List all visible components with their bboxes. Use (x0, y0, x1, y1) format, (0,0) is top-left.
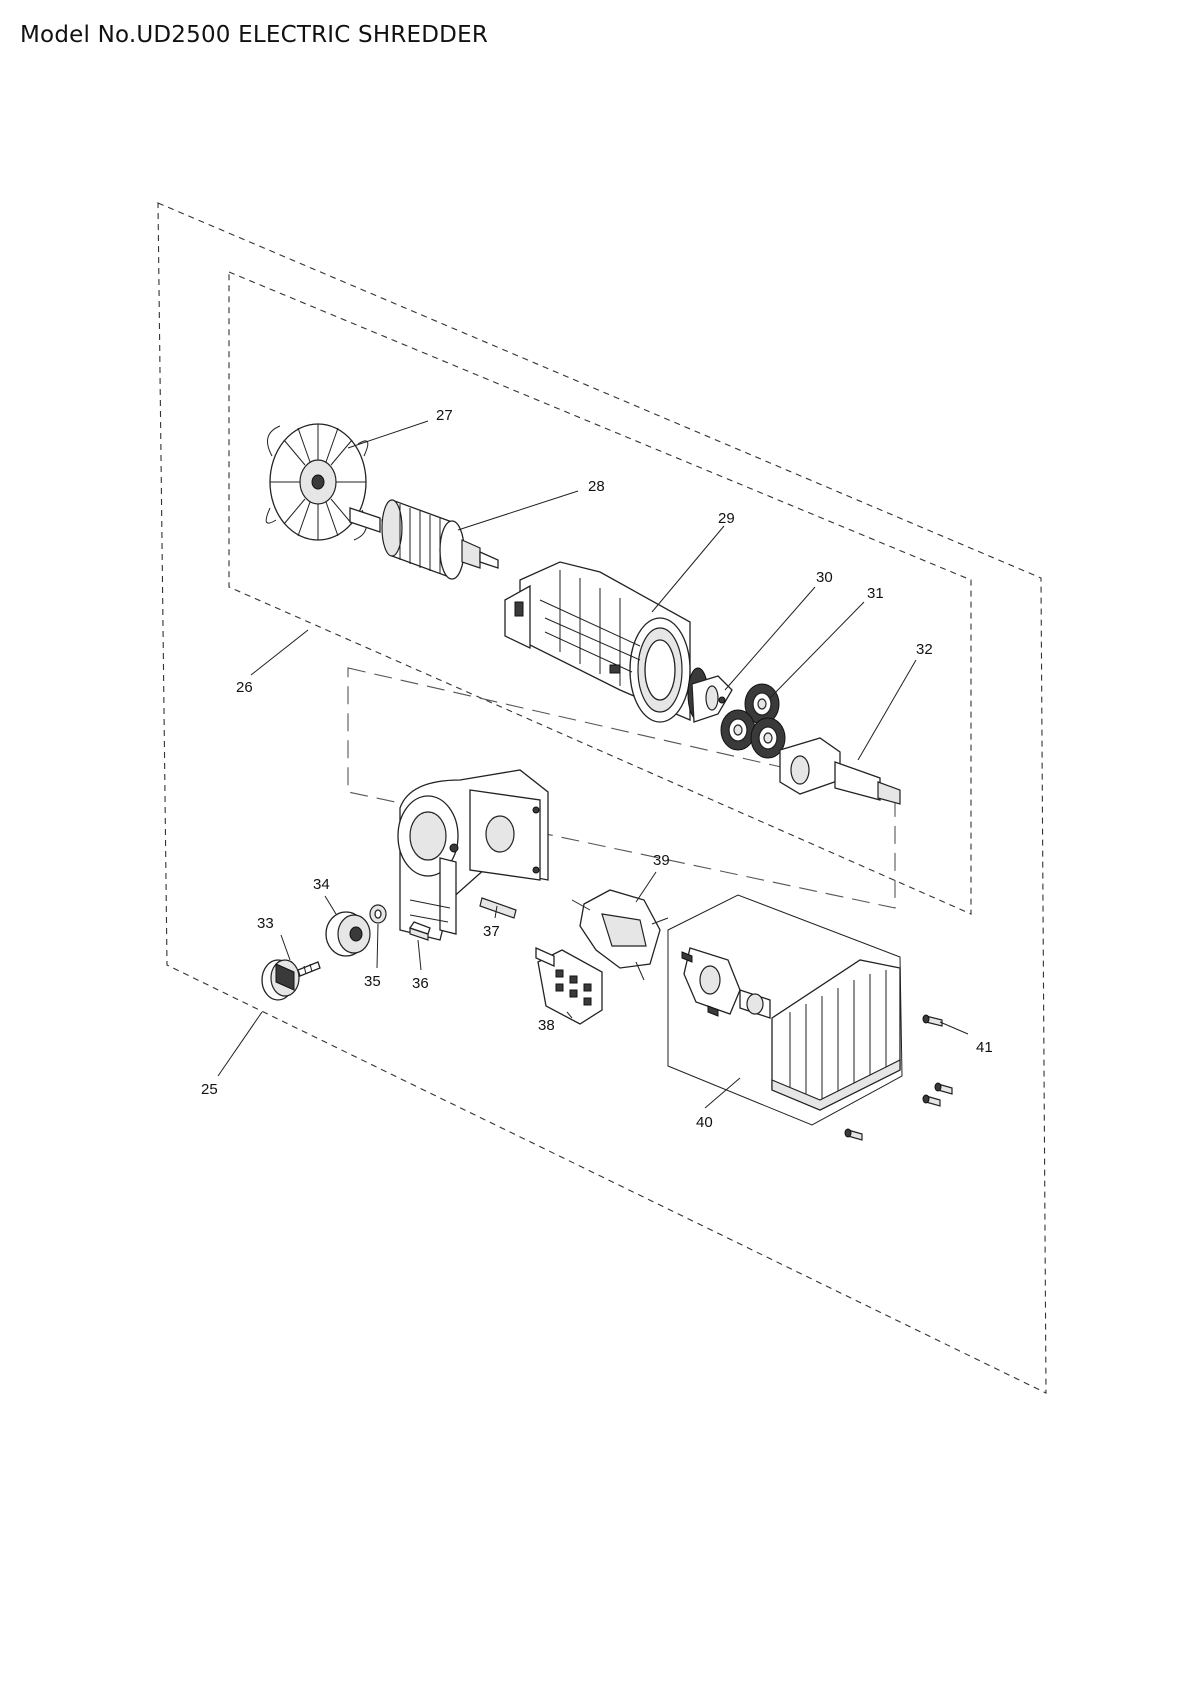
fan-part-27 (265, 423, 369, 541)
cover-assembly-box-40 (667, 894, 903, 1126)
callout-labels: 27 28 29 30 31 32 26 25 33 34 35 36 37 3… (201, 407, 993, 1131)
callout-26: 26 (236, 679, 253, 696)
armature-part-28 (349, 499, 499, 580)
callout-41: 41 (976, 1039, 993, 1056)
callout-38: 38 (538, 1017, 555, 1034)
cover-part-40 (681, 947, 901, 1111)
callout-35: 35 (364, 973, 381, 990)
assembly-boundary-26 (228, 271, 972, 915)
motor-housing-part-29 (504, 561, 691, 723)
planet-carrier-part-30 (687, 667, 733, 723)
gearbox-housing (397, 769, 549, 941)
leader-lines (217, 420, 969, 1109)
nut-part-35 (369, 904, 387, 924)
callout-40: 40 (696, 1114, 713, 1131)
callout-31: 31 (867, 585, 884, 602)
assembly-boundary-25 (157, 202, 1047, 1394)
callout-28: 28 (588, 478, 605, 495)
cutter-blade-part-39 (571, 889, 669, 981)
knob-part-33 (261, 959, 321, 1001)
callout-36: 36 (412, 975, 429, 992)
gearbox-group-boundary (347, 667, 896, 909)
callout-27: 27 (436, 407, 453, 424)
callout-30: 30 (816, 569, 833, 586)
screws-part-41 (844, 1014, 953, 1141)
gears-part-31 (720, 683, 786, 759)
callout-25: 25 (201, 1081, 218, 1098)
callout-29: 29 (718, 510, 735, 527)
holder-part-38 (535, 946, 603, 1025)
output-shaft-part-32 (779, 737, 901, 805)
page-title: Model No.UD2500 ELECTRIC SHREDDER (20, 22, 489, 48)
key-part-36 (408, 921, 431, 941)
pin-part-37 (479, 897, 517, 919)
knob-part-34 (325, 911, 371, 957)
callout-39: 39 (653, 852, 670, 869)
callout-37: 37 (483, 923, 500, 940)
callout-33: 33 (257, 915, 274, 932)
callout-34: 34 (313, 876, 330, 893)
callout-32: 32 (916, 641, 933, 658)
